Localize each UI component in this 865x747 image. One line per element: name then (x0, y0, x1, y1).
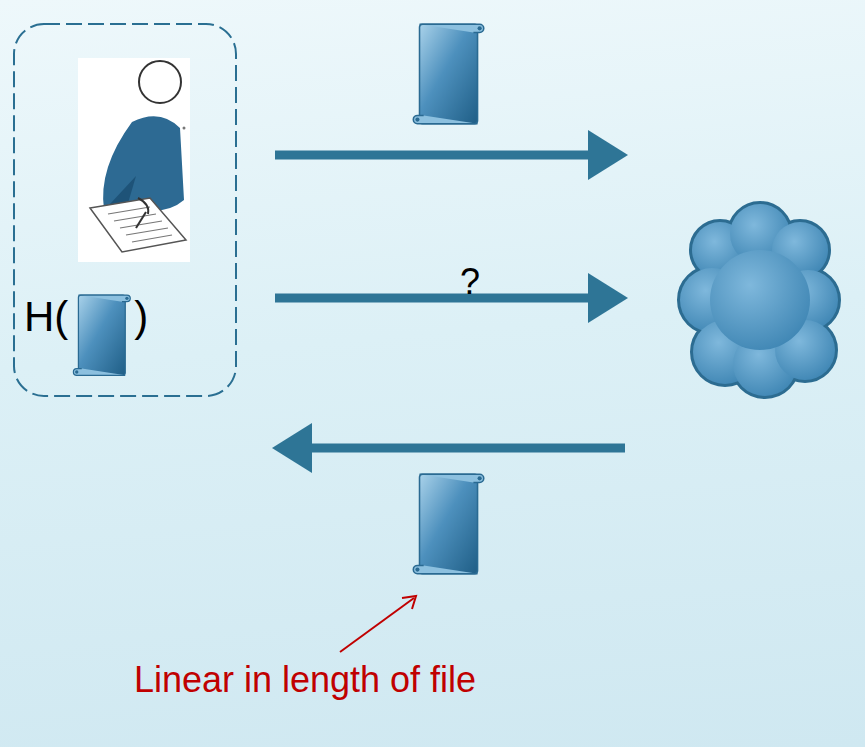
file-icon (70, 290, 132, 382)
person-illustration (78, 58, 190, 262)
send-arrow (275, 130, 628, 180)
hash-text: H( (24, 294, 68, 340)
client-group-box: H() (12, 22, 238, 398)
leader-line (340, 596, 416, 652)
annotation-note: Linear in length of file (134, 660, 476, 700)
cloud (680, 204, 838, 396)
question-mark: ? (460, 262, 480, 302)
dashed-border (14, 24, 236, 396)
hash-text: ) (134, 294, 148, 340)
file-icon (413, 474, 483, 573)
file-icon-shape (74, 295, 131, 375)
query-arrow (275, 273, 628, 323)
return-arrow (272, 423, 625, 473)
file-icon (413, 24, 483, 123)
